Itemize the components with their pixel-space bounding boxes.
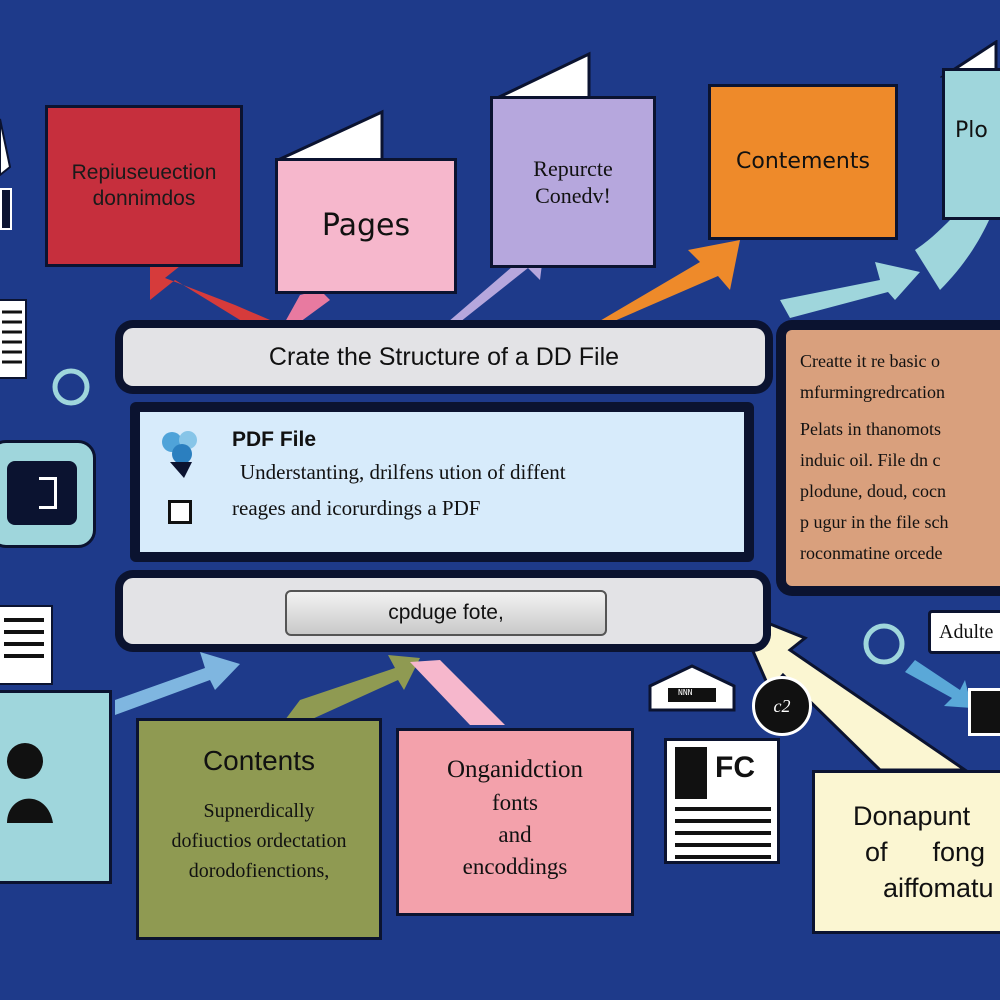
red-card-line-1: Repiuseuection xyxy=(71,160,217,184)
house-icon-label: NNN xyxy=(678,688,693,697)
organization-card: Onganidction fonts and encoddings xyxy=(396,728,634,916)
contents-card-line-2: dofiuctios ordectation xyxy=(171,830,347,852)
arrow-blue-lower-left xyxy=(115,652,240,715)
pages-card: Pages xyxy=(275,158,457,294)
pdf-file-panel: PDF File Understanting, drilfens ution o… xyxy=(130,402,754,562)
arrow-to-red-card xyxy=(150,262,270,320)
adult-badge-label: Adulte xyxy=(939,620,994,643)
donapunt-card-line-1: Donapunt xyxy=(853,801,971,831)
arrow-to-orange-card xyxy=(598,240,740,322)
pdf-file-line-1: Understanting, drilfens ution of diffent xyxy=(240,460,566,484)
donapunt-card-line-2: of fong xyxy=(865,837,986,867)
structure-title-bar: Crate the Structure of a DD File xyxy=(115,320,773,394)
user-profile-card xyxy=(0,690,112,884)
orange-card-label: Contements xyxy=(736,149,870,175)
monitor-icon xyxy=(968,688,1000,736)
purple-card-line-1: Repurcte xyxy=(533,155,613,181)
fc-document-label: FC xyxy=(715,751,755,784)
pdf-file-checkbox[interactable] xyxy=(168,500,192,524)
orange-card: Contements xyxy=(708,84,898,240)
left-edge-icon-top xyxy=(0,118,12,177)
fc-document-icon: FC xyxy=(664,738,780,864)
donapunt-card-line-3: aiffomatu xyxy=(883,873,994,903)
cpduge-button-label: cpduge fote, xyxy=(388,601,504,624)
adult-badge: Adulte xyxy=(928,610,1000,654)
arrow-pink-lower xyxy=(410,660,505,725)
user-silhouette-icon xyxy=(7,743,53,823)
red-card-line-2: donnimdos xyxy=(92,187,196,210)
teal-card-line-1: Plo xyxy=(955,117,988,143)
teal-curve xyxy=(915,215,990,290)
right-panel-line-7: roconmatine orcede xyxy=(800,543,943,563)
right-panel-line-2: mfurmingredrcation xyxy=(800,382,945,402)
teal-card: Plo P xyxy=(942,68,1000,220)
arrow-to-pages-card xyxy=(285,290,330,322)
action-bar: cpduge fote, xyxy=(115,570,771,652)
right-panel-line-4: induic oil. File dn c xyxy=(800,450,941,470)
red-card: Repiuseuection donnimdos xyxy=(45,105,243,267)
arrow-olive-lower xyxy=(285,655,420,720)
left-folder-document-icon xyxy=(0,605,53,685)
left-ring-icon xyxy=(52,368,90,406)
structure-title: Crate the Structure of a DD File xyxy=(268,342,620,371)
contents-card: Contents Supnerdically dofiuctios ordect… xyxy=(136,718,382,940)
arrow-to-teal-card xyxy=(780,262,920,318)
pdf-logo-icon xyxy=(162,431,197,478)
contents-card-line-3: dorodofienctions, xyxy=(188,860,330,882)
contents-card-heading: Contents xyxy=(202,745,316,776)
round-badge: c2 xyxy=(752,676,812,736)
donapunt-card: Donapunt of fong aiffomatu xyxy=(812,770,1000,934)
organization-card-line-1: Onganidction xyxy=(446,756,584,783)
left-device-icon xyxy=(0,440,96,548)
left-document-icon xyxy=(0,299,27,379)
round-badge-label: c2 xyxy=(773,695,791,716)
contents-card-line-1: Supnerdically xyxy=(203,800,315,822)
purple-card-line-2: Conedv! xyxy=(535,183,611,208)
pdf-file-line-2: reages and icorurdings a PDF xyxy=(232,496,481,520)
arrow-to-adult-badge xyxy=(905,660,972,708)
right-panel-line-1: Creatte it re basic o xyxy=(800,351,940,371)
organization-card-line-4: encoddings xyxy=(462,854,568,879)
pdf-file-heading: PDF File xyxy=(232,428,317,451)
organization-card-line-2: fonts xyxy=(492,790,538,815)
right-panel-line-5: plodune, doud, cocn xyxy=(800,481,946,501)
right-ring-icon xyxy=(863,623,905,665)
right-panel-line-6: p ugur in the file sch xyxy=(800,512,949,532)
purple-card: Repurcte Conedv! xyxy=(490,96,656,268)
left-edge-tab xyxy=(0,188,12,230)
house-icon xyxy=(648,664,736,712)
right-panel-line-3: Pelats in thanomots xyxy=(800,419,941,439)
right-description-panel: Creatte it re basic o mfurmingredrcation… xyxy=(776,320,1000,596)
teal-card-line-2: P xyxy=(955,144,1000,172)
pages-card-label: Pages xyxy=(321,208,411,244)
cpduge-button[interactable]: cpduge fote, xyxy=(285,590,607,636)
organization-card-line-3: and xyxy=(498,822,532,847)
